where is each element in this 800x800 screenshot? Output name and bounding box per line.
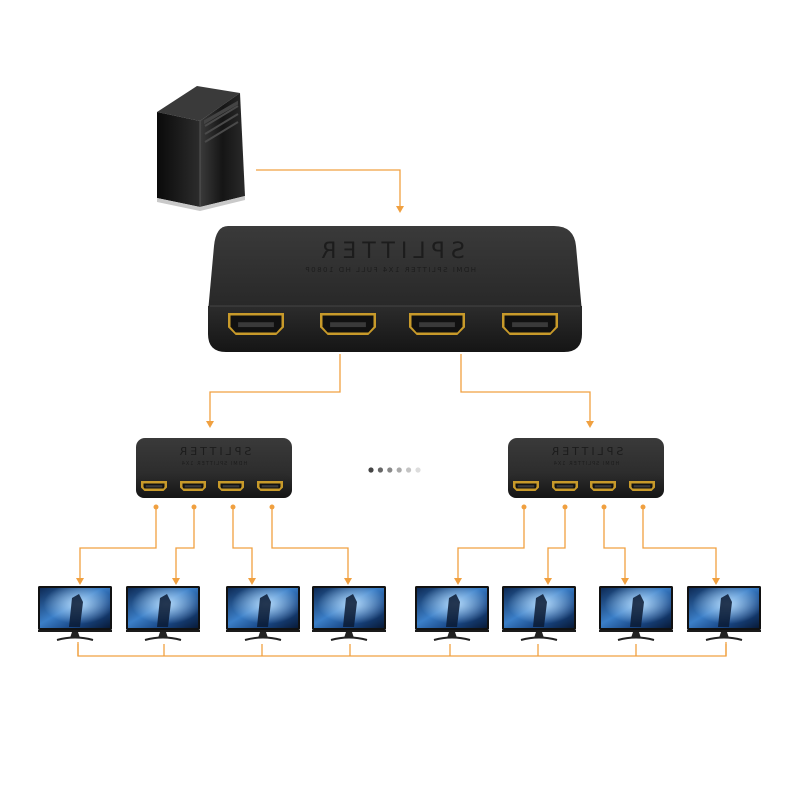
connector-left-2 xyxy=(175,506,195,580)
ellipsis-dot xyxy=(368,467,374,473)
connector-left-1 xyxy=(79,506,157,580)
monitor-icon xyxy=(38,586,112,641)
sub-splitter-left-caption: HDMI SPLITTER 1X4 xyxy=(181,461,247,467)
monitor-row xyxy=(38,586,761,641)
hdmi-port-icon xyxy=(320,313,376,335)
port-dot-icon xyxy=(601,504,607,510)
sub-splitter-left-ports xyxy=(141,481,283,491)
connector-lines xyxy=(77,169,727,657)
ellipsis-dot xyxy=(406,467,412,473)
main-splitter: SPLITTER HDMI SPLITTER 1X4 FULL HD 1080P xyxy=(208,226,582,352)
sub-splitter-left: SPLITTER HDMI SPLITTER 1X4 xyxy=(136,438,292,498)
port-dot-icon xyxy=(521,504,527,510)
monitor-icon xyxy=(312,586,386,641)
hdmi-port-icon xyxy=(218,481,244,491)
arrowhead-icon xyxy=(396,206,404,213)
port-dot-icon xyxy=(640,504,646,510)
ellipsis-dot xyxy=(377,467,383,473)
connector-arrowheads xyxy=(76,206,720,585)
arrowhead-icon xyxy=(454,578,462,585)
ellipsis-dots xyxy=(368,467,421,473)
main-splitter-label: SPLITTER xyxy=(315,239,465,264)
port-dot-icon xyxy=(269,504,275,510)
arrowhead-icon xyxy=(344,578,352,585)
hdmi-port-icon xyxy=(513,481,539,491)
arrowhead-icon xyxy=(544,578,552,585)
hdmi-port-icon xyxy=(629,481,655,491)
hdmi-port-icon xyxy=(257,481,283,491)
main-splitter-ports xyxy=(228,313,558,335)
connector-right-1 xyxy=(457,506,525,580)
monitor-icon xyxy=(415,586,489,641)
connector-bottom-bus xyxy=(77,642,727,657)
main-splitter-caption: HDMI SPLITTER 1X4 FULL HD 1080P xyxy=(304,266,476,274)
connector-right-4 xyxy=(642,506,717,580)
hdmi-port-icon xyxy=(228,313,284,335)
port-dot-icon xyxy=(230,504,236,510)
pc-tower-icon xyxy=(157,86,245,211)
port-dot-icon xyxy=(562,504,568,510)
sub-splitter-right-ports xyxy=(513,481,655,491)
connector-left-3 xyxy=(232,506,253,580)
sub-splitter-right-caption: HDMI SPLITTER 1X4 xyxy=(553,461,619,467)
arrowhead-icon xyxy=(586,421,594,428)
monitor-icon xyxy=(687,586,761,641)
sub-splitter-left-label: SPLITTER xyxy=(177,445,252,458)
connector-pc-to-main xyxy=(256,169,401,207)
monitor-icon xyxy=(599,586,673,641)
monitor-icon xyxy=(502,586,576,641)
hdmi-port-icon xyxy=(141,481,167,491)
ellipsis-dot xyxy=(387,467,393,473)
arrowhead-icon xyxy=(621,578,629,585)
arrowhead-icon xyxy=(206,421,214,428)
hdmi-port-icon xyxy=(180,481,206,491)
arrowhead-icon xyxy=(76,578,84,585)
ellipsis-dot xyxy=(415,467,421,473)
hdmi-port-icon xyxy=(502,313,558,335)
arrowhead-icon xyxy=(248,578,256,585)
connector-right-2 xyxy=(547,506,566,580)
arrowhead-icon xyxy=(712,578,720,585)
sub-splitter-right: SPLITTER HDMI SPLITTER 1X4 xyxy=(508,438,664,498)
connector-port-dots xyxy=(153,504,646,510)
port-dot-icon xyxy=(153,504,159,510)
connector-right-3 xyxy=(603,506,626,580)
hdmi-port-icon xyxy=(552,481,578,491)
ellipsis-dot xyxy=(396,467,402,473)
connector-main-to-right xyxy=(460,354,591,422)
connector-main-to-left xyxy=(209,354,341,422)
connector-left-4 xyxy=(271,506,349,580)
port-dot-icon xyxy=(191,504,197,510)
hdmi-port-icon xyxy=(409,313,465,335)
sub-splitter-right-label: SPLITTER xyxy=(549,445,624,458)
hdmi-port-icon xyxy=(590,481,616,491)
monitor-icon xyxy=(126,586,200,641)
arrowhead-icon xyxy=(172,578,180,585)
monitor-icon xyxy=(226,586,300,641)
